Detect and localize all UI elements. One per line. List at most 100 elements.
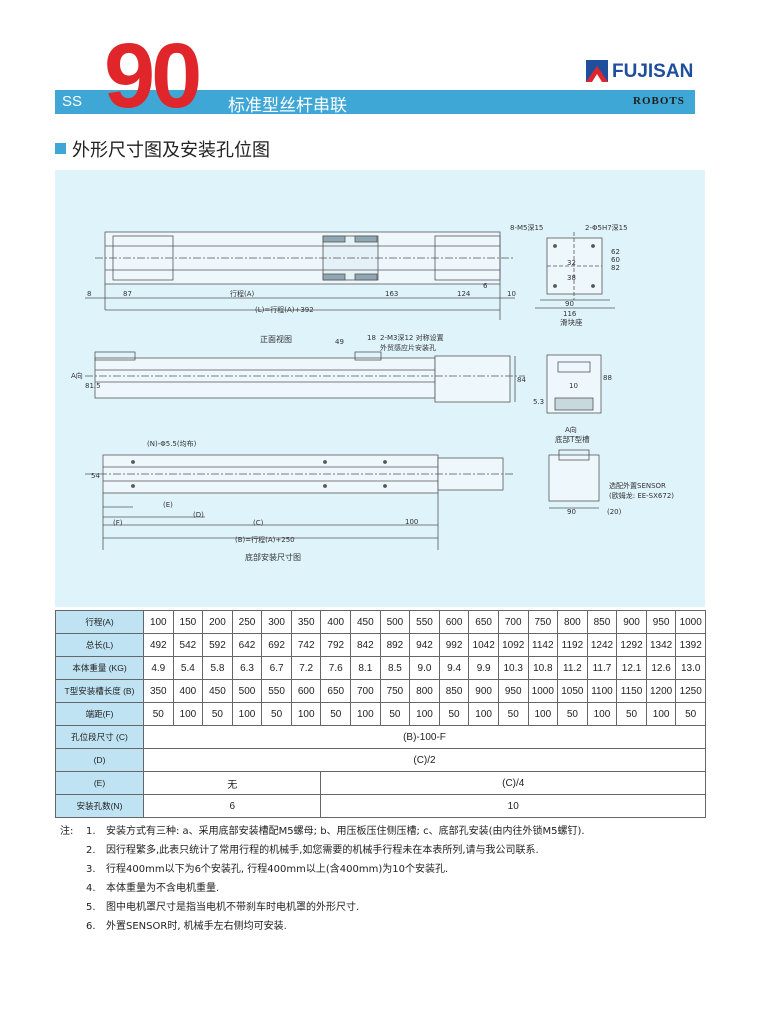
table-cell: 50 (379, 702, 411, 726)
table-cell: 1092 (497, 633, 529, 657)
table-row: 孔位段尺寸 (C)(B)-100-F (55, 725, 706, 749)
table-cell: 492 (143, 633, 174, 657)
dim-front-49: 49 (335, 338, 344, 346)
table-cell: 8.1 (350, 656, 381, 680)
table-cell: 650 (468, 610, 499, 634)
table-cell: (C)/4 (320, 771, 706, 795)
dim-top-stroke: 行程(A) (230, 289, 255, 298)
row-header: 孔位段尺寸 (C) (55, 725, 144, 749)
table-cell: 5.8 (202, 656, 233, 680)
table-cell: 792 (320, 633, 352, 657)
bottom-view-title: 底部安装尺寸图 (245, 552, 301, 562)
dim-front-84: 84 (517, 376, 526, 384)
table-cell: 6 (142, 794, 322, 818)
dim-front-815: 81.5 (85, 382, 101, 390)
table-cell: 892 (379, 633, 411, 657)
table-cell: 900 (616, 610, 647, 634)
table-cell: 7.6 (320, 656, 352, 680)
dim-bottom-c: (C) (253, 519, 264, 527)
row-header: 端距(F) (55, 702, 144, 726)
table-cell: 850 (586, 610, 618, 634)
row-header: (D) (55, 748, 144, 772)
table-cell: 800 (409, 679, 440, 703)
table-cell: 542 (172, 633, 204, 657)
dim-front-18: 18 (367, 334, 376, 342)
table-cell: 100 (231, 702, 263, 726)
dim-slot-53: 5.3 (533, 398, 544, 406)
table-cell: (B)-100-F (143, 725, 706, 749)
front-view-title: 正面视图 (260, 334, 292, 344)
slot-title: 底部T型槽 (555, 434, 590, 444)
table-cell: 4.9 (143, 656, 174, 680)
note-lead (60, 841, 86, 860)
table-cell: 600 (290, 679, 322, 703)
table-cell: 750 (379, 679, 411, 703)
table-cell: 500 (231, 679, 263, 703)
bottom-view (85, 454, 515, 550)
table-cell: 6.3 (231, 656, 263, 680)
table-cell: 450 (202, 679, 233, 703)
front-note-sensor-hole: 外贸感应片安装孔 (380, 343, 436, 352)
dim-sensor-20: (20) (607, 508, 622, 516)
dim-slot-10: 10 (569, 382, 578, 390)
table-cell: 600 (438, 610, 470, 634)
table-cell: 5.4 (172, 656, 204, 680)
table-cell: 10 (320, 794, 706, 818)
note-text: 安装方式有三种: a、采用底部安装槽配M5螺母; b、用压板压住侧压槽; c、底… (106, 826, 585, 837)
table-cell: 1000 (527, 679, 559, 703)
row-header: 行程(A) (55, 610, 144, 634)
table-cell: 9.4 (438, 656, 470, 680)
table-cell: 50 (143, 702, 174, 726)
table-cell: 742 (290, 633, 322, 657)
slider-note-pin: 2-Φ5H7深15 (585, 223, 628, 232)
table-cell: 50 (320, 702, 352, 726)
table-cell: 1200 (645, 679, 677, 703)
sensor-section (548, 449, 600, 509)
note-number: 5. (86, 902, 96, 913)
model-number: 90 (104, 25, 202, 127)
note-item: 5.图中电机罩尺寸是指当电机不带刹车时电机罩的外形尺寸. (60, 898, 585, 917)
table-cell: 11.2 (557, 656, 588, 680)
brand-sub: ROBOTS (633, 95, 685, 107)
dim-top-total: (L)=行程(A)+392 (255, 305, 314, 314)
table-cell: 50 (675, 702, 706, 726)
dim-top-10: 10 (507, 290, 516, 298)
table-cell: 700 (350, 679, 381, 703)
table-cell: 6.7 (261, 656, 292, 680)
row-header: 安装孔数(N) (55, 794, 144, 818)
dim-bottom-d: (D) (193, 511, 204, 519)
table-cell: 900 (468, 679, 499, 703)
table-cell: 1392 (675, 633, 706, 657)
note-lead (60, 879, 86, 898)
table-cell: 50 (616, 702, 647, 726)
table-cell: 450 (350, 610, 381, 634)
table-cell: 100 (468, 702, 499, 726)
technical-drawing: 8 87 行程(A) 163 124 6 10 (L)=行程(A)+392 正面… (55, 170, 705, 607)
dim-slider-62: 62 (611, 248, 620, 256)
table-cell: 1150 (616, 679, 647, 703)
slider-title: 滑块座 (560, 317, 583, 327)
table-cell: 10.8 (527, 656, 559, 680)
table-cell: 1292 (616, 633, 647, 657)
table-cell: 250 (231, 610, 263, 634)
section-title: 外形尺寸图及安装孔位图 (72, 140, 270, 161)
header-bar (55, 90, 695, 114)
notes: 注:1.安装方式有三种: a、采用底部安装槽配M5螺母; b、用压板压住侧压槽;… (60, 822, 585, 936)
table-cell: 100 (172, 702, 204, 726)
note-number: 1. (86, 826, 96, 837)
note-item: 6.外置SENSOR时, 机械手左右侧均可安装. (60, 917, 585, 936)
table-cell: 12.1 (616, 656, 647, 680)
table-cell: 150 (172, 610, 204, 634)
table-cell: 100 (350, 702, 381, 726)
table-cell: 700 (497, 610, 529, 634)
table-cell: 992 (438, 633, 470, 657)
table-cell: 692 (261, 633, 292, 657)
table-cell: 550 (409, 610, 440, 634)
table-cell: 850 (438, 679, 470, 703)
note-lead (60, 898, 86, 917)
table-cell: 1250 (675, 679, 706, 703)
